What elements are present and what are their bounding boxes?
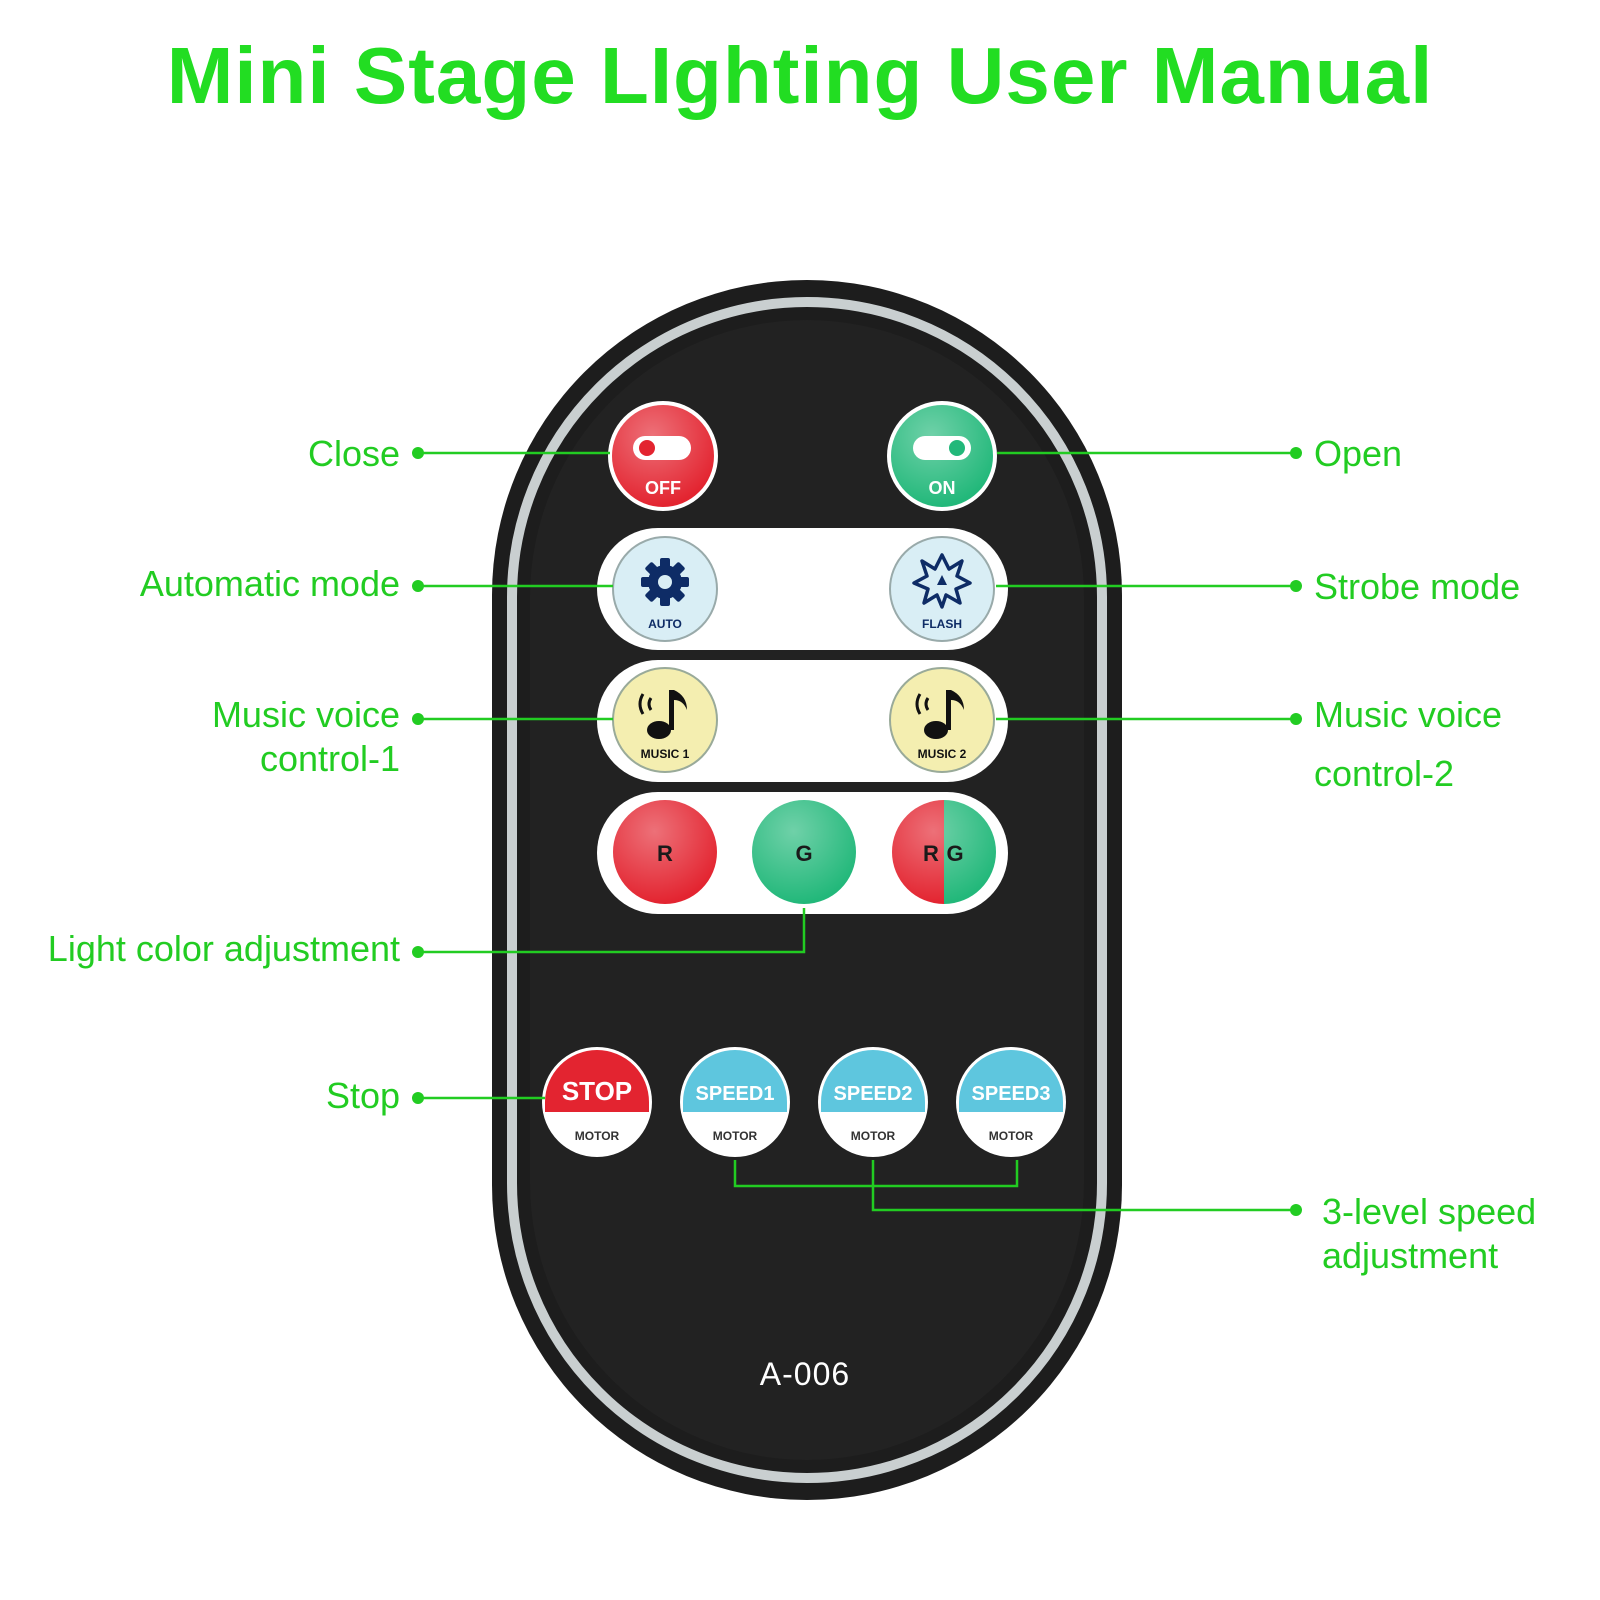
music1-button[interactable]: MUSIC 1	[612, 667, 718, 773]
rg-r-label: R	[923, 841, 939, 866]
music-note-icon	[638, 690, 687, 739]
speed2-sub-label: MOTOR	[851, 1129, 896, 1143]
music2-button[interactable]: MUSIC 2	[889, 667, 995, 773]
model-number: A-006	[760, 1356, 850, 1392]
on-label: ON	[929, 478, 956, 498]
callout-dots	[412, 447, 1302, 1216]
music1-label: MUSIC 1	[641, 747, 690, 761]
stop-label: STOP	[562, 1076, 632, 1106]
green-button[interactable]: G	[752, 800, 856, 904]
red-button[interactable]: R	[613, 800, 717, 904]
music2-label: MUSIC 2	[918, 747, 967, 761]
page-title: Mini Stage LIghting User Manual	[166, 31, 1434, 120]
music2-callout-line1: Music voice	[1314, 694, 1502, 735]
stop-button[interactable]: STOP MOTOR	[542, 1047, 652, 1157]
speed3-sub-label: MOTOR	[989, 1129, 1034, 1143]
open-callout: Open	[1314, 433, 1402, 474]
on-button[interactable]: ON	[887, 401, 997, 511]
flash-button[interactable]: FLASH	[889, 536, 995, 642]
light-color-callout: Light color adjustment	[48, 928, 400, 969]
callout-lines	[418, 451, 1296, 1212]
speed1-button[interactable]: SPEED1 MOTOR	[680, 1047, 790, 1157]
flash-label: FLASH	[922, 617, 962, 631]
speed-callout-line2: adjustment	[1322, 1235, 1498, 1276]
off-button[interactable]: OFF	[608, 401, 718, 511]
green-label: G	[795, 841, 812, 866]
speed1-sub-label: MOTOR	[713, 1129, 758, 1143]
flash-burst-icon	[912, 553, 972, 609]
auto-label: AUTO	[648, 617, 682, 631]
speed-callout-line1: 3-level speed	[1322, 1191, 1536, 1232]
music1-callout-line1: Music voice	[212, 694, 400, 735]
speed2-label: SPEED2	[834, 1083, 913, 1105]
speed3-button[interactable]: SPEED3 MOTOR	[956, 1047, 1066, 1157]
speed3-label: SPEED3	[972, 1083, 1051, 1105]
speed1-label: SPEED1	[696, 1083, 775, 1105]
auto-button[interactable]: AUTO	[612, 536, 718, 642]
stop-callout: Stop	[326, 1075, 400, 1116]
music2-callout-line2: control-2	[1314, 753, 1454, 794]
red-label: R	[657, 841, 673, 866]
music-note-icon	[915, 690, 964, 739]
off-label: OFF	[645, 478, 681, 498]
rg-g-label: G	[946, 841, 963, 866]
music1-callout-line2: control-1	[260, 738, 400, 779]
gear-icon	[641, 558, 689, 606]
close-callout: Close	[308, 433, 400, 474]
speed2-button[interactable]: SPEED2 MOTOR	[818, 1047, 928, 1157]
stop-sub-label: MOTOR	[575, 1129, 620, 1143]
strobe-mode-callout: Strobe mode	[1314, 566, 1520, 607]
automatic-mode-callout: Automatic mode	[140, 563, 400, 604]
